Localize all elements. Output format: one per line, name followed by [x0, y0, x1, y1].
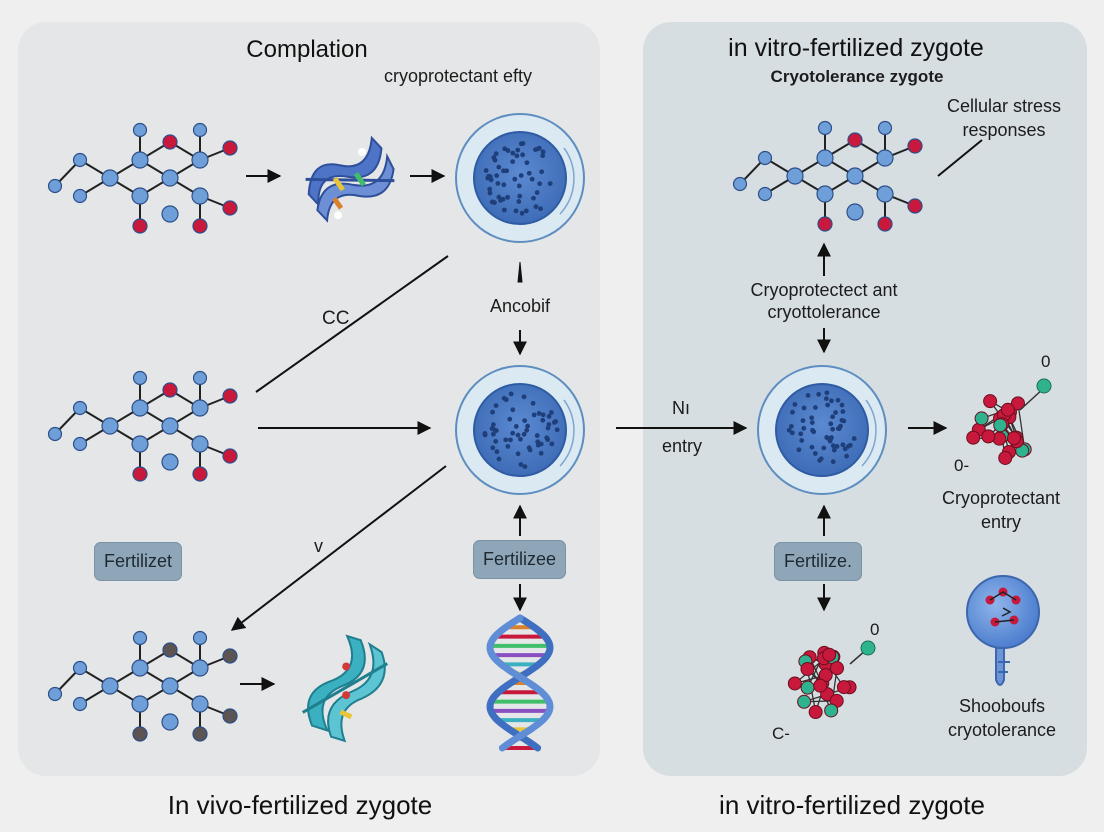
label-o-bottom: 0: [870, 620, 880, 639]
line-stress: [937, 139, 983, 177]
atom-cluster-right: [966, 378, 1052, 465]
protein-blue: [305, 135, 395, 223]
label-entry-line1: Cryoprotectant: [941, 488, 1061, 508]
label-cryo-line1: Cryoprotectect ant: [750, 280, 898, 300]
dna-helix: [486, 614, 554, 752]
molecule-4: [47, 630, 238, 742]
right-panel-subtitle: Cryotolerance zygote: [770, 67, 944, 86]
protein-teal: [301, 634, 389, 743]
line-cell1-diagonal: [255, 255, 449, 393]
label-c-minus: C-: [772, 724, 790, 743]
molecule-2: [47, 370, 238, 482]
label-o-top: 0: [1041, 352, 1051, 371]
molecule-3: [732, 120, 923, 232]
label-ni: Nı: [672, 398, 690, 418]
right-panel-title: in vitro-fertilized zygote: [728, 34, 984, 62]
label-cc: CC: [322, 308, 350, 329]
tick-mark: [517, 261, 523, 283]
arrows: [230, 139, 983, 691]
right-panel-footer: in vitro-fertilized zygote: [719, 790, 985, 820]
badge-fertilizet: Fertilizet: [94, 542, 183, 581]
badge-fertilizee: Fertilizee: [473, 540, 567, 579]
atom-cluster-bottom: [787, 640, 876, 720]
label-stress-line1: Cellular stress: [946, 96, 1062, 116]
left-panel-footer: In vivo-fertilized zygote: [167, 790, 433, 820]
label-stress-line2: responses: [962, 120, 1046, 140]
arrow-cell2-mol4: [230, 465, 447, 631]
probe-bulb: [966, 575, 1040, 686]
molecule-1: [47, 122, 238, 234]
badge-fertilize: Fertilize.: [774, 542, 863, 581]
label-cryo-line2: cryottolerance: [767, 302, 881, 322]
left-panel-subtitle: cryoprotectant efty: [383, 66, 533, 86]
cell-right: [757, 365, 887, 495]
label-show-line2: cryotolerance: [947, 720, 1057, 740]
left-panel-title: Complation: [246, 36, 368, 63]
label-entry-arrow: entry: [662, 436, 703, 456]
label-show-line1: Shooboufs: [958, 696, 1046, 716]
cell-top-left: [455, 113, 585, 243]
cell-middle-left: [455, 365, 585, 495]
label-v: v: [314, 536, 323, 556]
label-ancobif: Ancobif: [489, 296, 551, 316]
label-o-minus: 0-: [954, 456, 970, 475]
label-entry-line2: entry: [980, 512, 1022, 532]
